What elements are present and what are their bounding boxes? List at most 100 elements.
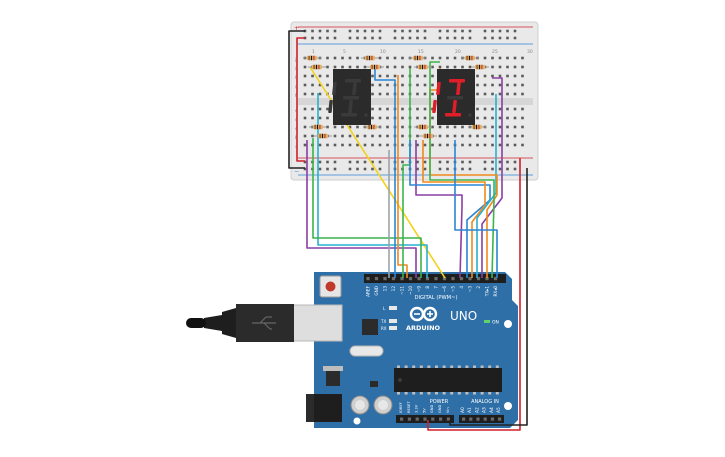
breadboard-hole[interactable]: [521, 107, 524, 111]
resistor[interactable]: [461, 55, 479, 61]
rail-hole[interactable]: [491, 29, 494, 33]
breadboard[interactable]: + − 1 5 10 15 20 25 30 j i h g f e d c b…: [290, 21, 539, 181]
power-pin-hole[interactable]: [400, 417, 404, 421]
analog-pin-hole[interactable]: [483, 417, 487, 421]
breadboard-hole[interactable]: [483, 143, 487, 147]
rail-hole[interactable]: [401, 29, 404, 33]
breadboard-hole[interactable]: [378, 56, 382, 60]
rail-hole[interactable]: [401, 36, 404, 40]
breadboard-hole[interactable]: [326, 107, 329, 111]
rail-hole[interactable]: [491, 160, 494, 164]
breadboard-hole[interactable]: [401, 65, 404, 69]
resistor[interactable]: [414, 64, 432, 70]
digital-pin-hole[interactable]: [425, 277, 430, 281]
breadboard-hole[interactable]: [303, 65, 307, 69]
breadboard-hole[interactable]: [468, 143, 472, 147]
breadboard-hole[interactable]: [513, 92, 517, 96]
breadboard-hole[interactable]: [491, 107, 494, 111]
rail-hole[interactable]: [348, 29, 352, 33]
rail-hole[interactable]: [378, 36, 382, 40]
rail-hole[interactable]: [356, 160, 359, 164]
breadboard-hole[interactable]: [378, 134, 382, 138]
breadboard-hole[interactable]: [513, 107, 517, 111]
breadboard-hole[interactable]: [506, 143, 509, 147]
breadboard-hole[interactable]: [401, 92, 404, 96]
rail-hole[interactable]: [326, 167, 329, 171]
breadboard-hole[interactable]: [326, 83, 329, 87]
breadboard-hole[interactable]: [318, 74, 322, 78]
breadboard-hole[interactable]: [498, 116, 502, 120]
resistor[interactable]: [361, 55, 379, 61]
breadboard-hole[interactable]: [498, 125, 502, 129]
rail-hole[interactable]: [326, 29, 329, 33]
rail-hole[interactable]: [393, 36, 397, 40]
breadboard-hole[interactable]: [498, 74, 502, 78]
breadboard-hole[interactable]: [303, 125, 307, 129]
breadboard-hole[interactable]: [476, 74, 479, 78]
rail-hole[interactable]: [491, 36, 494, 40]
wire-black[interactable]: [288, 30, 305, 169]
breadboard-hole[interactable]: [303, 74, 307, 78]
breadboard-hole[interactable]: [446, 65, 449, 69]
rail-hole[interactable]: [506, 36, 509, 40]
breadboard-hole[interactable]: [371, 134, 374, 138]
breadboard-hole[interactable]: [318, 143, 322, 147]
breadboard-hole[interactable]: [491, 65, 494, 69]
breadboard-hole[interactable]: [311, 83, 314, 87]
rail-hole[interactable]: [416, 160, 419, 164]
breadboard-hole[interactable]: [453, 125, 457, 129]
rail-hole[interactable]: [356, 36, 359, 40]
breadboard-hole[interactable]: [513, 74, 517, 78]
rail-hole[interactable]: [438, 160, 442, 164]
breadboard-hole[interactable]: [318, 107, 322, 111]
breadboard-hole[interactable]: [431, 74, 434, 78]
breadboard-hole[interactable]: [506, 56, 509, 60]
breadboard-hole[interactable]: [371, 92, 374, 96]
breadboard-hole[interactable]: [378, 107, 382, 111]
left-seven-segment-display[interactable]: 8: [328, 69, 371, 125]
breadboard-hole[interactable]: [311, 134, 314, 138]
breadboard-hole[interactable]: [333, 134, 337, 138]
rail-hole[interactable]: [333, 167, 337, 171]
breadboard-hole[interactable]: [356, 65, 359, 69]
breadboard-hole[interactable]: [356, 125, 359, 129]
rail-hole[interactable]: [378, 167, 382, 171]
breadboard-hole[interactable]: [326, 56, 329, 60]
breadboard-hole[interactable]: [491, 92, 494, 96]
breadboard-hole[interactable]: [386, 116, 389, 120]
breadboard-hole[interactable]: [506, 65, 509, 69]
rail-hole[interactable]: [483, 160, 487, 164]
breadboard-hole[interactable]: [423, 107, 427, 111]
breadboard-hole[interactable]: [423, 83, 427, 87]
breadboard-hole[interactable]: [461, 143, 464, 147]
rail-hole[interactable]: [416, 167, 419, 171]
breadboard-hole[interactable]: [333, 125, 337, 129]
breadboard-hole[interactable]: [356, 56, 359, 60]
power-pin-hole[interactable]: [439, 417, 443, 421]
rail-hole[interactable]: [356, 29, 359, 33]
breadboard-hole[interactable]: [416, 74, 419, 78]
breadboard-hole[interactable]: [371, 143, 374, 147]
breadboard-hole[interactable]: [476, 107, 479, 111]
breadboard-hole[interactable]: [431, 116, 434, 120]
breadboard-hole[interactable]: [498, 134, 502, 138]
breadboard-hole[interactable]: [386, 83, 389, 87]
rail-hole[interactable]: [371, 29, 374, 33]
breadboard-hole[interactable]: [506, 107, 509, 111]
breadboard-hole[interactable]: [506, 83, 509, 87]
rail-hole[interactable]: [416, 36, 419, 40]
rail-hole[interactable]: [318, 167, 322, 171]
rail-hole[interactable]: [363, 29, 367, 33]
resistor[interactable]: [414, 124, 432, 130]
breadboard-hole[interactable]: [476, 134, 479, 138]
wire-cyan[interactable]: [317, 93, 428, 278]
breadboard-hole[interactable]: [498, 143, 502, 147]
resistor[interactable]: [468, 124, 486, 130]
breadboard-hole[interactable]: [521, 92, 524, 96]
rail-hole[interactable]: [446, 29, 449, 33]
breadboard-hole[interactable]: [521, 65, 524, 69]
breadboard-hole[interactable]: [341, 143, 344, 147]
breadboard-hole[interactable]: [423, 143, 427, 147]
breadboard-hole[interactable]: [431, 92, 434, 96]
breadboard-hole[interactable]: [453, 134, 457, 138]
